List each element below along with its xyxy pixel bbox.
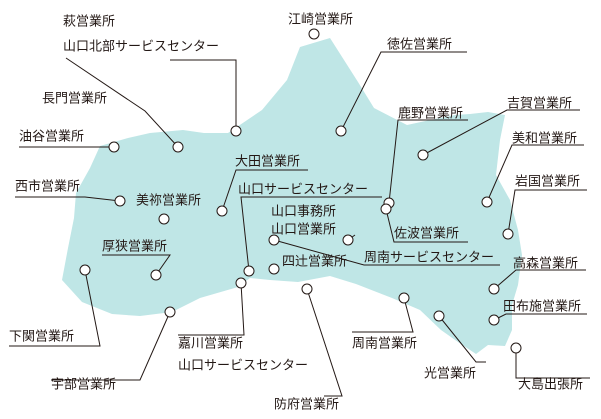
marker-nagato[interactable] — [230, 125, 242, 137]
leader-line-oshima — [515, 348, 590, 379]
marker-hikari[interactable] — [433, 310, 445, 322]
label-yotsutsuji: 四辻営業所 — [282, 254, 347, 270]
label-takamori: 高森営業所 — [513, 256, 578, 272]
leader-line-yoshika — [422, 109, 580, 156]
marker-shunan-sc[interactable] — [268, 234, 280, 246]
marker-hofu[interactable] — [301, 283, 313, 295]
label-yamaguchi-sc: 山口サービスセンター — [238, 183, 368, 198]
leader-line-shimonoseki — [9, 269, 101, 347]
label-shunan: 周南営業所 — [352, 336, 417, 352]
marker-nishiichi[interactable] — [114, 195, 126, 207]
label-iwakuni: 岩国営業所 — [515, 174, 580, 190]
marker-hagi[interactable] — [172, 141, 184, 153]
label-nishiichi: 西市営業所 — [15, 179, 80, 195]
leader-line-hofu — [306, 288, 343, 397]
label-nagato: 長門営業所 — [42, 91, 107, 107]
label-ube: 宇部営業所 — [51, 377, 116, 393]
label-hagi-2: 山口北部サービスセンター — [63, 40, 219, 55]
leader-line-takamori — [493, 269, 586, 290]
marker-takamori[interactable] — [488, 283, 500, 295]
leader-line-shunan — [352, 297, 414, 333]
marker-yoshika[interactable] — [417, 149, 429, 161]
leader-line-tokusa — [340, 51, 467, 132]
leader-line-asa — [102, 254, 171, 276]
label-yamaguchi-office-1: 山口事務所 — [271, 205, 336, 220]
label-shunan-sc: 周南サービスセンター — [364, 250, 494, 266]
leader-line-hikari — [438, 315, 486, 363]
label-asa: 厚狭営業所 — [102, 239, 167, 255]
leader-line-kanonoo — [388, 119, 468, 204]
marker-iwakuni[interactable] — [502, 228, 514, 240]
marker-yamaguchi-sc[interactable] — [243, 265, 255, 277]
marker-esaki[interactable] — [308, 28, 320, 40]
marker-shimonoseki[interactable] — [79, 264, 91, 276]
marker-yamaguchi-office[interactable] — [342, 234, 354, 246]
leader-line-sabani — [385, 208, 468, 243]
label-hofu: 防府営業所 — [274, 397, 339, 413]
leader-line-ota — [221, 169, 308, 212]
leader-line-iwakuni — [507, 189, 587, 235]
location-markers — [79, 28, 522, 354]
marker-oshima[interactable] — [510, 342, 522, 354]
label-hikari: 光営業所 — [424, 366, 476, 382]
marker-yotsutsuji[interactable] — [268, 263, 280, 275]
label-kawara-1: 嘉川営業所 — [178, 336, 243, 352]
label-miwa: 美和営業所 — [512, 131, 577, 147]
label-shimonoseki: 下関営業所 — [9, 329, 74, 345]
label-tabuse: 田布施営業所 — [503, 299, 581, 315]
marker-sabani[interactable] — [380, 203, 392, 215]
label-yamaguchi-office-2: 山口営業所 — [271, 222, 336, 238]
label-mine: 美祢営業所 — [136, 193, 201, 209]
label-esaki: 江崎営業所 — [288, 12, 353, 28]
leader-line-nagato — [170, 59, 237, 131]
label-hagi-1: 萩営業所 — [63, 14, 115, 30]
marker-kawara[interactable] — [235, 277, 247, 289]
leader-line-kawara — [178, 282, 245, 336]
marker-tabuse[interactable] — [488, 314, 500, 326]
marker-shunan[interactable] — [398, 292, 410, 304]
label-tokusa: 徳佐営業所 — [387, 37, 452, 53]
marker-ota[interactable] — [216, 205, 228, 217]
leader-line-hagi — [65, 57, 179, 148]
marker-mine[interactable] — [158, 213, 170, 225]
marker-miwa[interactable] — [481, 196, 493, 208]
prefecture-land-area — [62, 38, 522, 354]
leader-line-ube — [51, 311, 171, 381]
marker-ube[interactable] — [164, 306, 176, 318]
marker-tokusa[interactable] — [335, 125, 347, 137]
leader-line-miwa — [486, 144, 584, 203]
label-kawara-2: 山口サービスセンター — [178, 359, 308, 374]
leader-line-nishiichi — [15, 196, 121, 202]
leader-line-shunan-sc — [273, 239, 500, 266]
marker-yutani[interactable] — [108, 141, 120, 153]
label-ota: 大田営業所 — [235, 154, 300, 170]
marker-asa[interactable] — [150, 269, 162, 281]
label-sabani: 佐波営業所 — [394, 226, 459, 242]
leader-line-yamaguchi-sc — [240, 196, 382, 272]
label-yutani: 油谷営業所 — [19, 129, 84, 145]
label-kanonoo: 鹿野営業所 — [398, 106, 463, 122]
label-oshima: 大島出張所 — [518, 378, 583, 393]
label-yoshika: 吉賀営業所 — [507, 96, 572, 112]
